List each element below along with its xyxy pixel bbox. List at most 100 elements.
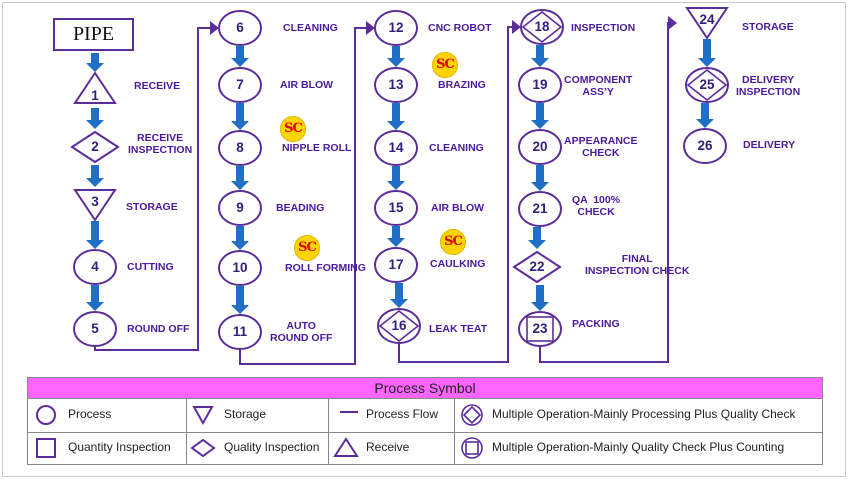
triangle-symbol-icon — [333, 437, 359, 457]
flow-arrow — [387, 226, 405, 247]
process-flow-symbol-icon — [340, 411, 358, 413]
step-number: 1 — [91, 88, 99, 103]
step-24-inv-triangle-symbol — [685, 7, 729, 40]
process-flow-arrowhead — [668, 16, 677, 30]
legend-cell: Multiple Operation-Mainly Quality Check … — [455, 432, 824, 465]
step-number: 17 — [388, 257, 404, 272]
special-characteristic-badge: SC — [440, 229, 466, 255]
diamond-symbol-icon — [190, 438, 216, 458]
step-number: 13 — [388, 77, 404, 92]
step-number: 14 — [388, 140, 404, 155]
process-flow-line — [239, 27, 367, 365]
step-label: CAULKING — [430, 258, 486, 270]
step-label: BRAZING — [438, 79, 486, 91]
step-5-circle-symbol — [73, 311, 117, 347]
step-label: DELIVERY INSPECTION — [736, 74, 801, 98]
circle-diamond-symbol-icon — [461, 404, 483, 426]
step-label: STORAGE — [126, 201, 178, 213]
step-label: AIR BLOW — [280, 79, 334, 91]
process-flow-line — [398, 26, 513, 363]
flow-arrow — [531, 285, 549, 311]
step-label: APPEARANCE CHECK — [564, 135, 638, 159]
step-label: ROLL FORMING — [285, 262, 366, 274]
legend-label: Receive — [366, 440, 410, 454]
step-label: COMPONENT ASS’Y — [564, 74, 633, 98]
step-label: FINAL INSPECTION CHECK — [585, 253, 690, 277]
step-16-circle-diamond-symbol — [377, 308, 421, 344]
step-number: 5 — [91, 321, 99, 336]
step-number: 3 — [91, 194, 99, 209]
step-number: 12 — [388, 20, 404, 35]
step-number: 8 — [236, 140, 244, 155]
step-8-circle-symbol — [218, 130, 262, 166]
flow-arrow — [531, 45, 549, 67]
process-flow-arrowhead — [210, 21, 219, 35]
step-number: 7 — [236, 77, 244, 92]
storage-symbol-icon — [192, 406, 214, 426]
step-number: 24 — [699, 12, 715, 27]
step-label: DELIVERY — [743, 139, 796, 151]
process-symbol-icon — [36, 405, 56, 425]
step-13-circle-symbol — [374, 67, 418, 103]
legend-cell: Multiple Operation-Mainly Processing Plu… — [455, 399, 824, 432]
process-flow-lines — [94, 16, 677, 365]
step-3-inv-triangle-symbol — [73, 189, 117, 222]
step-label: AIR BLOW — [431, 202, 485, 214]
legend-row-2: Quantity Inspection Quality Inspection R… — [28, 432, 822, 465]
legend-label: Process — [68, 407, 112, 421]
step-15-circle-symbol — [374, 190, 418, 226]
step-19-circle-symbol — [518, 67, 562, 103]
step-label: CUTTING — [127, 261, 174, 273]
step-14-circle-symbol — [374, 130, 418, 166]
step-label: RECEIVE INSPECTION — [128, 132, 193, 156]
step-number: 9 — [236, 200, 244, 215]
flow-arrow — [86, 53, 104, 72]
flow-arrow — [231, 166, 249, 190]
step-label: BEADING — [276, 202, 325, 214]
step-number: 15 — [388, 200, 404, 215]
legend-title: Process Symbol — [28, 378, 822, 399]
step-number: 11 — [232, 324, 248, 339]
step-label: RECEIVE — [134, 80, 181, 92]
step-number: 4 — [91, 259, 99, 274]
legend-cell: Process — [28, 399, 187, 432]
flow-arrows — [86, 39, 716, 314]
step-23-circle-square-symbol — [518, 311, 562, 347]
start-pipe-box: PIPE — [53, 18, 134, 51]
step-18-circle-diamond-symbol — [520, 9, 564, 45]
flow-arrow — [231, 103, 249, 130]
special-characteristic-badge: SC — [280, 116, 306, 142]
square-symbol-icon — [36, 438, 56, 458]
step-9-circle-symbol — [218, 190, 262, 226]
flow-arrow — [387, 46, 405, 67]
step-label: CLEANING — [429, 142, 484, 154]
step-12-circle-symbol — [374, 10, 418, 46]
step-1-triangle-symbol — [73, 71, 117, 104]
legend-cell: Quality Inspection — [187, 432, 329, 465]
flow-arrow — [231, 46, 249, 67]
step-number: 18 — [534, 19, 550, 34]
step-number: 25 — [699, 77, 715, 92]
step-label: CLEANING — [283, 22, 338, 34]
circle-square-symbol-icon — [461, 437, 483, 459]
process-flow-line — [94, 27, 211, 351]
step-number: 2 — [91, 139, 99, 154]
flow-arrow — [86, 108, 104, 129]
legend-row-1: Process Storage Process Flow Multiple Op… — [28, 399, 822, 433]
step-number: 10 — [232, 260, 248, 275]
step-number: 26 — [697, 138, 713, 153]
step-label: INSPECTION — [571, 22, 636, 34]
step-21-circle-symbol — [518, 191, 562, 227]
step-number: 21 — [532, 201, 548, 216]
flow-arrow — [696, 103, 714, 128]
step-6-circle-symbol — [218, 10, 262, 46]
flow-arrow — [390, 283, 408, 308]
process-flow-arrowhead — [366, 21, 375, 35]
legend-cell: Process Flow — [329, 399, 455, 432]
step-number: 20 — [532, 139, 548, 154]
legend-cell: Quantity Inspection — [28, 432, 187, 465]
step-number: 23 — [532, 321, 548, 336]
step-symbols — [70, 7, 729, 350]
